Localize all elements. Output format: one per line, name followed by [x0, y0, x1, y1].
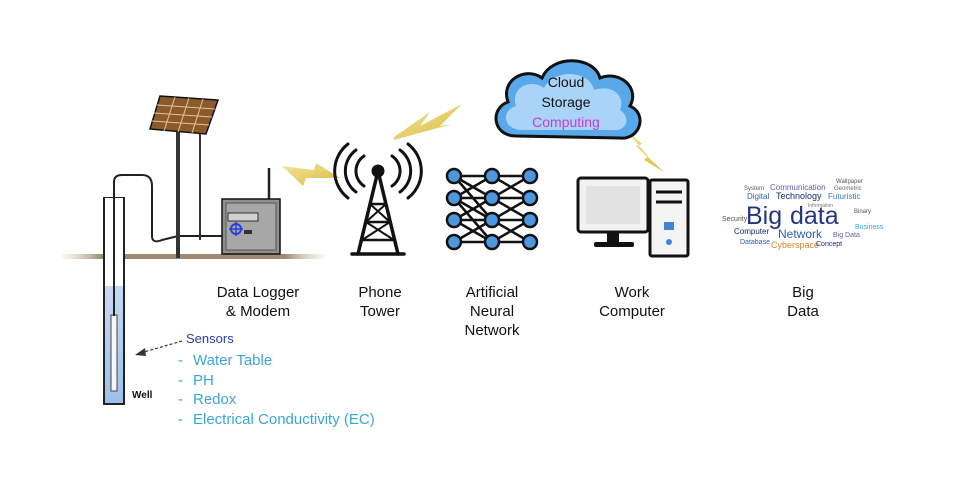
sensors-title: Sensors [186, 331, 234, 346]
wordcloud-word: Concept [816, 241, 842, 248]
solar-panel-icon [149, 95, 220, 258]
wordcloud-word: Security [722, 216, 748, 223]
big-data-wordcloud-icon: Communication Wallpaper System Digital T… [722, 179, 884, 250]
wordcloud-word: Network [778, 227, 823, 241]
sensor-item: Electrical Conductivity (EC) [178, 410, 375, 430]
sensor-cable [113, 174, 222, 243]
wordcloud-word: Technology [776, 191, 822, 201]
label-line: Data [787, 303, 819, 320]
sensor-list: Water Table PH Redox Electrical Conducti… [178, 351, 375, 429]
well-label: Well [132, 390, 153, 401]
well-icon [103, 197, 125, 405]
wordcloud-word: Wallpaper [836, 179, 863, 185]
phone-tower-icon [333, 142, 423, 256]
wordcloud-word: Communication [770, 183, 826, 192]
wordcloud-word: Binary [854, 209, 871, 215]
sensor-item: PH [178, 371, 375, 391]
sensor-pointer-arrow [143, 340, 183, 353]
wordcloud-word: Computer [734, 227, 769, 236]
arrowhead-icon [135, 348, 146, 356]
wordcloud-word: Futuristic [828, 192, 860, 201]
cloud-line-2: Storage [541, 94, 591, 110]
wordcloud-main: Big [746, 202, 782, 230]
label-line: Artificial [465, 284, 519, 301]
wordcloud-main: data [790, 202, 839, 230]
phone-tower-label: Phone Tower [340, 283, 420, 321]
cloud-line-3: Computing [532, 114, 600, 130]
wordcloud-word: Business [855, 224, 884, 231]
wordcloud-word: Database [740, 239, 770, 246]
wireless-link-icon [282, 163, 340, 186]
data-logger-label: Data Logger & Modem [196, 283, 320, 321]
label-line: Computer [599, 303, 665, 320]
label-line: Phone [358, 284, 402, 301]
neural-network-icon [445, 167, 539, 251]
wordcloud-word: System [744, 186, 764, 192]
wordcloud-word: Information [808, 203, 833, 209]
label-line: Work [614, 284, 650, 301]
label-line: Big [792, 284, 814, 301]
wordcloud-word: Digital [747, 192, 769, 201]
data-logger-icon [221, 168, 281, 255]
wordcloud-word: Geometric [834, 186, 862, 192]
label-line: Neural [469, 303, 515, 320]
cloud-line-1: Cloud [547, 74, 585, 90]
cloud-storage-label: Cloud Storage Computing [520, 72, 612, 132]
label-line: & Modem [225, 303, 291, 320]
ground-line [62, 254, 324, 259]
label-line: Tower [359, 303, 400, 320]
sensor-item: Water Table [178, 351, 375, 371]
cloud-icon [494, 59, 642, 140]
wordcloud-word: Big Data [833, 232, 860, 239]
sensor-item: Redox [178, 390, 375, 410]
work-computer-icon [576, 176, 690, 258]
neural-network-label: Artificial Neural Network [442, 283, 542, 340]
work-computer-label: Work Computer [582, 283, 682, 321]
label-line: Network [464, 322, 520, 339]
wireless-link-icon [394, 104, 462, 140]
big-data-label: Big Data [770, 283, 836, 321]
wordcloud-word: Cyberspace [771, 240, 819, 250]
label-line: Data Logger [216, 284, 300, 301]
wireless-link-icon [624, 128, 664, 172]
